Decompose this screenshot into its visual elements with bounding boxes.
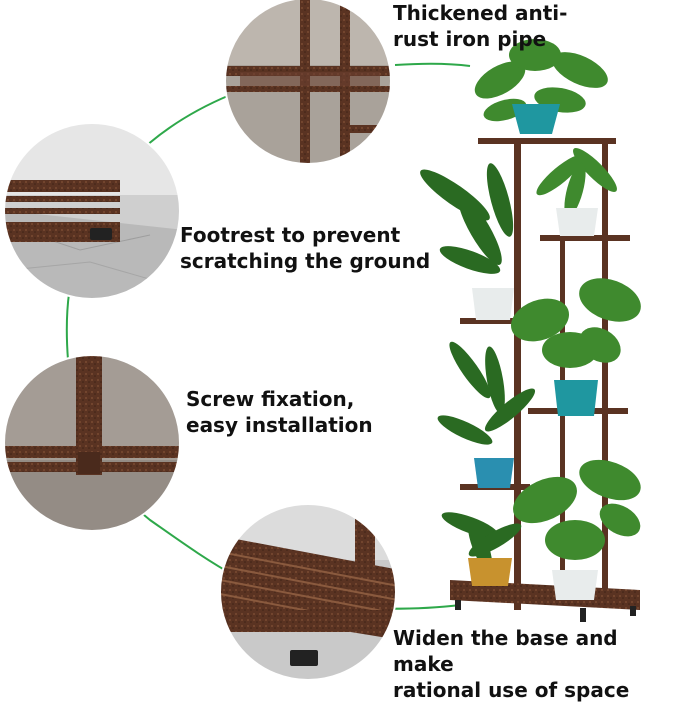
detail-circle-base-border	[219, 503, 397, 681]
caption-pipe: Thickened anti- rust iron pipe	[393, 1, 568, 51]
product-illustration	[3, 0, 641, 681]
detail-circle-footrest	[4, 123, 180, 299]
caption-footrest: Footrest to prevent scratching the groun…	[180, 223, 431, 273]
detail-circle-screw-border	[3, 354, 181, 532]
detail-circle-base	[220, 504, 396, 680]
detail-circle-screw	[4, 355, 180, 531]
caption-base: Widen the base and make rational use of …	[393, 626, 630, 702]
detail-circle-footrest-border	[3, 122, 181, 300]
caption-screw: Screw fixation, easy installation	[186, 387, 373, 437]
plants	[420, 39, 641, 600]
detail-circle-pipe-border	[224, 0, 392, 165]
